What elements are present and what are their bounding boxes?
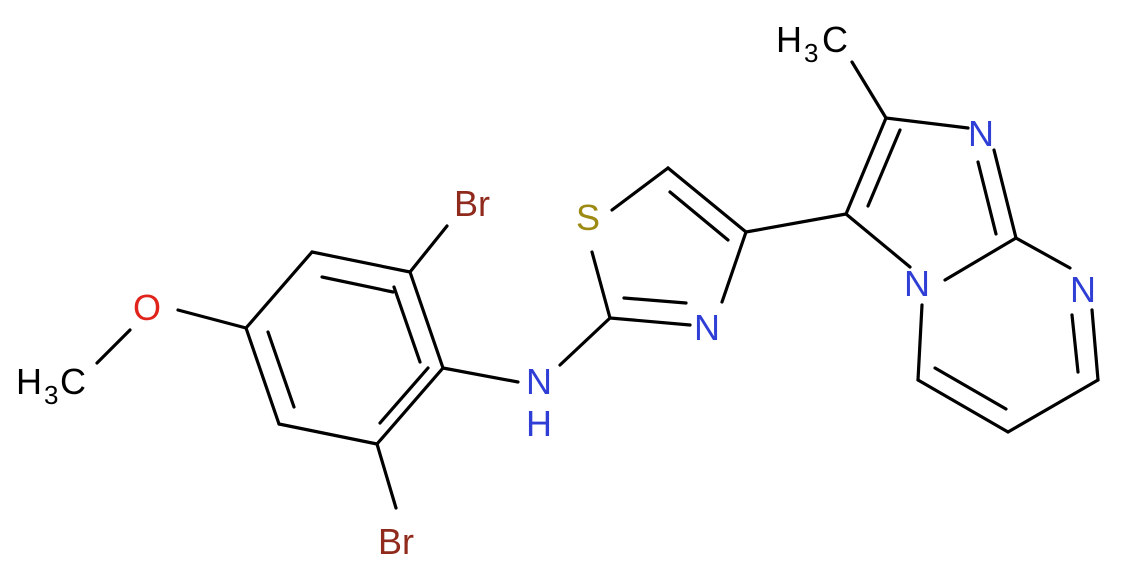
amine-h-label: H: [526, 403, 552, 444]
bond-c7-c6: [1006, 378, 1100, 434]
bond-c2thz-s: [590, 250, 612, 320]
bond-c2-c3-inner: [320, 275, 395, 294]
methyl-c-label: C: [822, 19, 848, 60]
bond-c1-nh: [441, 366, 520, 384]
bond-n8-c7-inner: [1070, 313, 1080, 374]
bond-c2-c3: [310, 250, 412, 274]
oxygen-methoxy-label: O: [133, 287, 161, 328]
bond-n1-c8a-inner: [976, 160, 998, 236]
methyl-subscript: 3: [804, 38, 818, 68]
bond-c8a-n8: [1014, 236, 1072, 270]
bromine-top-label: Br: [454, 183, 490, 224]
bond-n-c2thz-inner: [622, 296, 688, 305]
atom-labels: Br Br O H 3 C N H S N N N N H 3 C: [16, 19, 1096, 562]
nitrogen-thiazole-label: N: [694, 307, 720, 348]
bond-n-c2thz: [608, 316, 692, 327]
bond-o-ch3: [95, 328, 132, 365]
bond-n8-c7: [1090, 308, 1100, 382]
bond-c5thz-c4thz: [666, 166, 748, 234]
bond-c2imid-ch3: [850, 60, 888, 120]
sulfur-thiazole-label: S: [576, 197, 600, 238]
bond-n1-c8a: [992, 148, 1018, 240]
nitrogen-bridge-label: N: [904, 263, 930, 304]
bond-c6-br: [375, 442, 398, 510]
bond-c5-nbridge: [916, 303, 924, 382]
bond-c6-c5-inner: [933, 366, 1008, 411]
bond-c1-c2: [408, 270, 445, 370]
bond-c6-c1-inner: [378, 366, 430, 425]
methyl-h-label: H: [776, 19, 802, 60]
bond-nbridge-c3: [844, 212, 912, 269]
bond-s-c5thz: [610, 166, 670, 212]
methoxy-subscript: 3: [44, 380, 58, 410]
methoxy-c-label: C: [60, 361, 86, 402]
bond-c4-c5-inner: [266, 330, 296, 409]
nitrogen-imidazole-label: N: [968, 113, 994, 154]
bond-c2-br: [408, 224, 449, 274]
bond-c5thz-c4thz-inner: [668, 190, 730, 242]
bond-c4-o: [176, 308, 248, 330]
bond-nh-c2thz: [558, 316, 612, 367]
bond-c2imid-n1: [884, 116, 970, 130]
nitrogen-pyrimidine-label: N: [1070, 269, 1096, 310]
bond-c4thz-n: [720, 230, 748, 304]
bond-c1-c2-inner: [392, 285, 422, 364]
methoxy-h-label: H: [16, 361, 42, 402]
bond-c8a-nbridge: [943, 236, 1018, 282]
bond-c3-c2imid: [844, 116, 888, 216]
bond-c4-c5: [244, 326, 281, 426]
bond-thz-imid: [744, 212, 848, 234]
bond-c6-c5: [916, 378, 1010, 434]
bond-c5-c6: [277, 422, 379, 446]
bond-c6-c1: [375, 366, 445, 446]
bonds: [95, 60, 1100, 510]
bromine-bottom-label: Br: [378, 521, 414, 562]
bond-c3-c2imid-inner: [866, 128, 902, 208]
bond-c3-c4: [244, 250, 314, 330]
amine-n-label: N: [526, 361, 552, 402]
